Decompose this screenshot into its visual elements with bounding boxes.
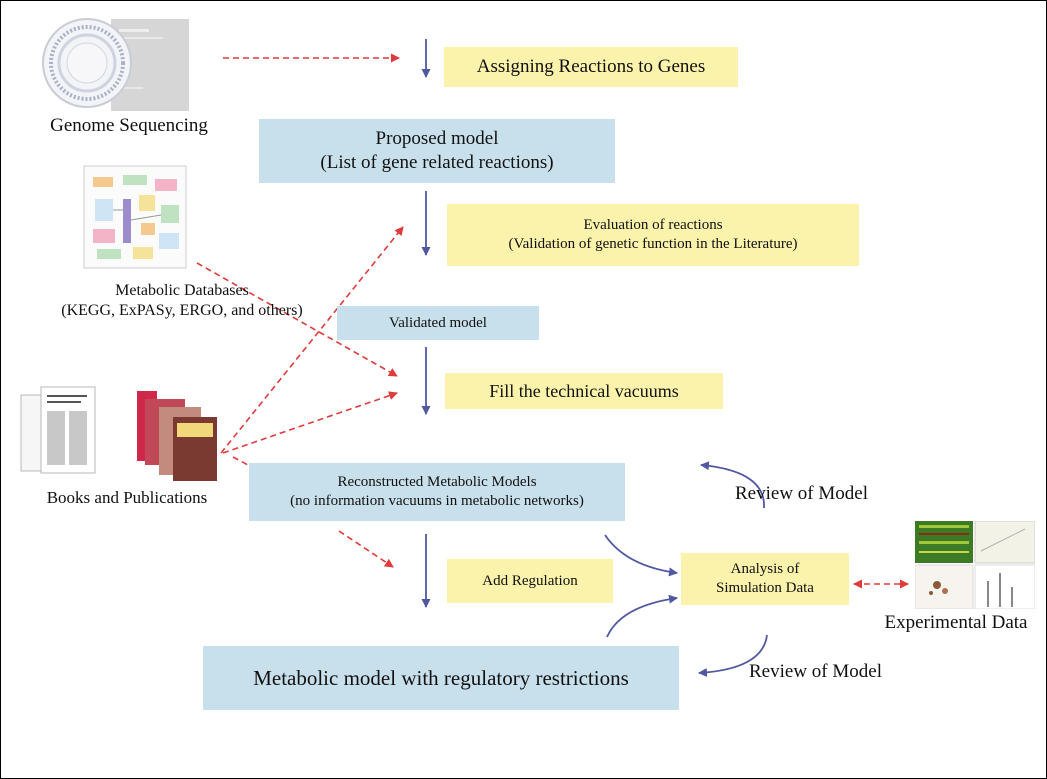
final-model-box: Metabolic model with regulatory restrict… <box>203 646 679 710</box>
metabolic-databases-label: Metabolic Databases (KEGG, ExPASy, ERGO,… <box>21 281 343 321</box>
metabolic-map-image <box>83 165 187 269</box>
analysis-title: Analysis of <box>730 561 800 578</box>
evaluation-subtitle: (Validation of genetic function in the L… <box>508 236 798 252</box>
validated-model-box: Validated model <box>337 306 539 340</box>
reconstructed-models-box: Reconstructed Metabolic Models (no infor… <box>249 463 625 521</box>
databases-list: (KEGG, ExPASy, ERGO, and others) <box>61 302 303 319</box>
evaluation-title: Evaluation of reactions <box>583 217 723 234</box>
reconstructed-subtitle: (no information vacuums in metabolic net… <box>290 493 584 509</box>
databases-title: Metabolic Databases <box>115 282 249 299</box>
add-regulation-box: Add Regulation <box>447 559 613 603</box>
experimental-data-image <box>915 521 1035 609</box>
review-top-label: Review of Model <box>735 483 868 504</box>
experimental-data-label: Experimental Data <box>884 612 1028 633</box>
analysis-box: Analysis of Simulation Data <box>681 553 849 605</box>
info-arrow-databases-fill <box>196 262 398 377</box>
evaluation-box: Evaluation of reactions (Validation of g… <box>447 204 859 266</box>
review-bottom-label: Review of Model <box>749 661 882 682</box>
genome-sequencing-label: Genome Sequencing <box>50 115 208 136</box>
books-publications-label: Books and Publications <box>46 488 208 507</box>
genome-map-image <box>42 18 189 111</box>
proposed-model-title: Proposed model <box>375 128 499 150</box>
curve-reconstructed-to-analysis <box>604 534 678 577</box>
proposed-model-subtitle: (List of gene related reactions) <box>320 152 554 173</box>
fill-vacuums-box: Fill the technical vacuums <box>445 373 723 409</box>
curve-final-to-analysis <box>606 594 678 638</box>
curve-review-bottom <box>698 634 768 677</box>
analysis-subtitle: Simulation Data <box>716 580 814 596</box>
curve-review-top <box>700 461 765 509</box>
proposed-model-box: Proposed model (List of gene related rea… <box>259 119 615 183</box>
info-arrow-books-reconstructed <box>232 456 264 474</box>
info-arrow-books-fill <box>222 391 398 454</box>
books-image <box>20 386 217 481</box>
info-arrow-reconstructed-regulation <box>338 530 394 568</box>
assigning-reactions-box: Assigning Reactions to Genes <box>444 47 738 87</box>
reconstructed-title: Reconstructed Metabolic Models <box>337 474 537 491</box>
info-arrow-books-evaluation <box>220 226 404 454</box>
